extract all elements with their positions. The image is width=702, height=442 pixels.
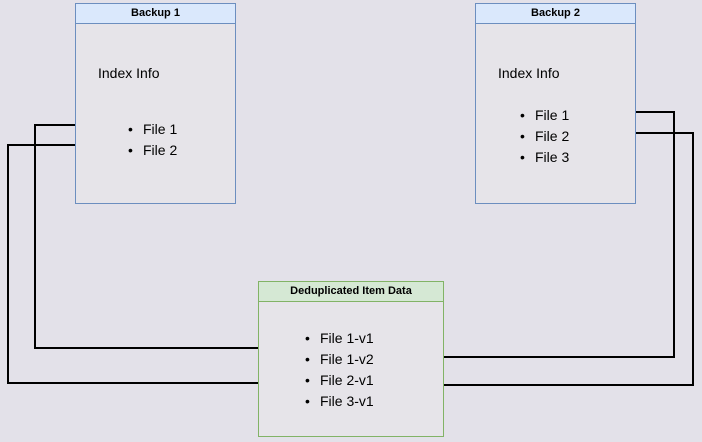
node-backup-1-title: Backup 1 [76, 4, 235, 24]
list-item[interactable]: File 1-v2 [305, 349, 374, 370]
node-deduplicated-item-data-body: File 1-v1 File 1-v2 File 2-v1 File 3-v1 [259, 302, 443, 436]
node-deduplicated-item-data[interactable]: Deduplicated Item Data File 1-v1 File 1-… [258, 281, 444, 437]
node-backup-1-body: Index Info File 1 File 2 [76, 24, 235, 203]
node-deduplicated-item-data-title: Deduplicated Item Data [259, 282, 443, 302]
node-backup-2-body: Index Info File 1 File 2 File 3 [476, 24, 635, 203]
backup-2-index-info-label: Index Info [498, 65, 560, 81]
list-item[interactable]: File 1-v1 [305, 328, 374, 349]
list-item[interactable]: File 3 [520, 147, 569, 168]
backup-1-file-list: File 1 File 2 [128, 119, 177, 161]
list-item[interactable]: File 3-v1 [305, 391, 374, 412]
list-item[interactable]: File 2 [128, 140, 177, 161]
list-item[interactable]: File 1 [520, 105, 569, 126]
backup-2-file-list: File 1 File 2 File 3 [520, 105, 569, 168]
backup-1-index-info-label: Index Info [98, 65, 160, 81]
list-item[interactable]: File 2 [520, 126, 569, 147]
dedup-item-list: File 1-v1 File 1-v2 File 2-v1 File 3-v1 [305, 328, 374, 412]
node-backup-1[interactable]: Backup 1 Index Info File 1 File 2 [75, 3, 236, 204]
list-item[interactable]: File 1 [128, 119, 177, 140]
list-item[interactable]: File 2-v1 [305, 370, 374, 391]
node-backup-2[interactable]: Backup 2 Index Info File 1 File 2 File 3 [475, 3, 636, 204]
node-backup-2-title: Backup 2 [476, 4, 635, 24]
